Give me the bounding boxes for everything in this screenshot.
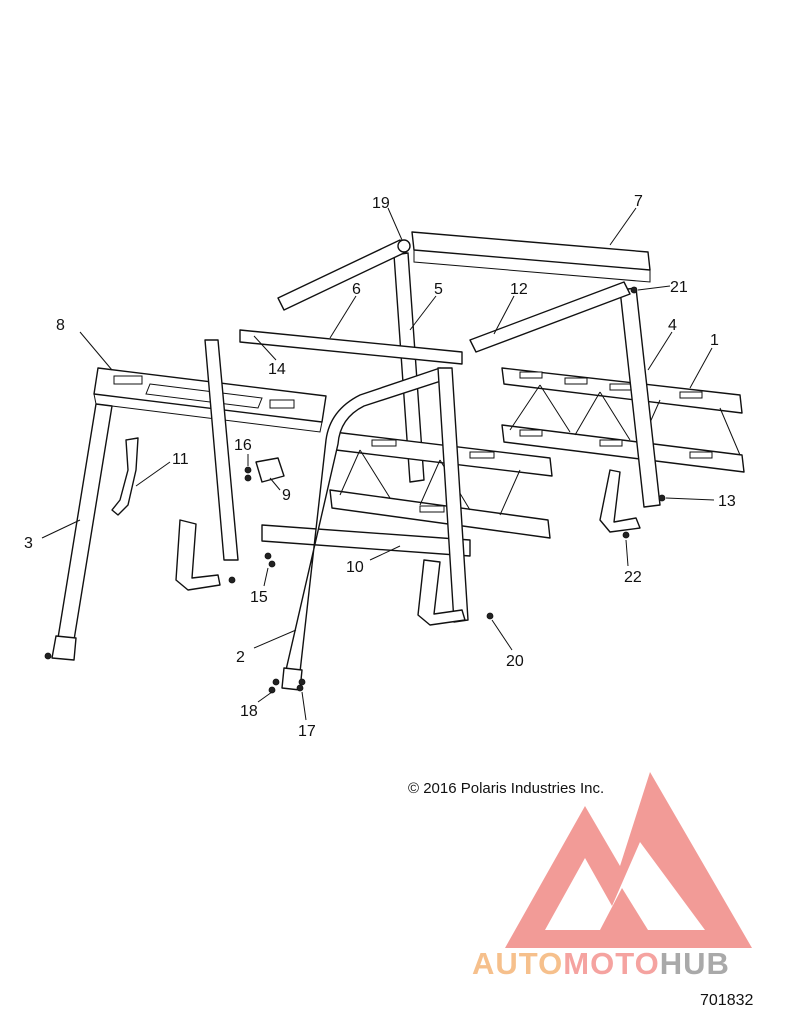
- part-10-mid-support: [261, 431, 553, 557]
- leader-lines: [41, 207, 715, 721]
- callout-labels: 1 2 3 4 5 6 7 8 9 10 11 12 13 14 15 16 1…: [24, 193, 736, 740]
- callout-5: 5: [434, 281, 443, 298]
- callout-10: 10: [346, 559, 364, 576]
- brand-part-hub: HUB: [659, 946, 730, 981]
- callout-12: 12: [510, 281, 528, 298]
- callout-19: 19: [372, 195, 390, 212]
- callout-21: 21: [670, 279, 688, 296]
- part-12-side-roof-tube: [469, 281, 631, 353]
- part-upper-roof-tube: [277, 239, 411, 311]
- callout-20: 20: [506, 653, 524, 670]
- brand-part-auto: AUTO: [472, 946, 564, 981]
- part-7-rear-roof-bar: [411, 231, 651, 283]
- callout-22: 22: [624, 569, 642, 586]
- part-2-main-hoop: [281, 367, 469, 691]
- callout-8: 8: [56, 317, 65, 334]
- callout-4: 4: [668, 317, 677, 334]
- part-6-front-roof-tube: [239, 329, 463, 365]
- callout-3: 3: [24, 535, 33, 552]
- callout-7: 7: [634, 193, 643, 210]
- hardware: [44, 286, 666, 694]
- callout-2: 2: [236, 649, 245, 666]
- callout-1: 1: [710, 332, 719, 349]
- diagram-number: 701832: [700, 992, 754, 1009]
- watermark-brand-text: AUTOMOTOHUB: [472, 946, 730, 982]
- callout-14: 14: [268, 361, 286, 378]
- part-3-front-left-upright: [51, 403, 113, 661]
- callout-17: 17: [298, 723, 316, 740]
- callout-6: 6: [352, 281, 361, 298]
- part-11-bracket: [111, 437, 139, 516]
- brand-part-moto: MOTO: [563, 946, 660, 981]
- callout-13: 13: [718, 493, 736, 510]
- part-left-inner-upright: [175, 339, 239, 591]
- callout-15: 15: [250, 589, 268, 606]
- watermark-logo: [505, 772, 752, 948]
- part-1-rear-support: [501, 367, 745, 473]
- copyright-notice: © 2016 Polaris Industries Inc.: [408, 780, 605, 797]
- part-4-rear-pillar: [599, 287, 661, 533]
- part-9-plate: [255, 457, 285, 483]
- callout-16: 16: [234, 437, 252, 454]
- callout-18: 18: [240, 703, 258, 720]
- callout-9: 9: [282, 487, 291, 504]
- callout-11: 11: [172, 451, 189, 468]
